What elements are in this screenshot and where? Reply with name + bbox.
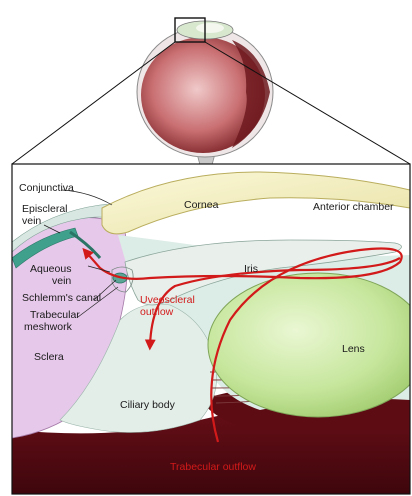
label-uveoscleral-outflow-2: outflow: [140, 306, 174, 318]
whole-eye-illustration: [137, 18, 273, 165]
lens: [208, 273, 412, 417]
label-iris: Iris: [244, 263, 258, 275]
label-uveoscleral-outflow-1: Uveoscleral: [140, 294, 195, 306]
label-ciliary-body: Ciliary body: [120, 399, 176, 411]
label-trabecular-meshwork-2: meshwork: [24, 321, 73, 333]
label-schlemms-canal: Schlemm's canal: [22, 292, 101, 304]
label-aqueous-vein-2: vein: [52, 275, 71, 287]
label-conjunctiva: Conjunctiva: [19, 182, 74, 194]
label-aqueous-vein-1: Aqueous: [30, 263, 71, 275]
label-episcleral-vein-1: Episcleral: [22, 203, 68, 215]
label-sclera: Sclera: [34, 351, 64, 363]
label-trabecular-outflow: Trabecular outflow: [170, 461, 256, 473]
label-anterior-chamber: Anterior chamber: [313, 201, 394, 213]
label-lens: Lens: [342, 343, 365, 355]
label-cornea: Cornea: [184, 199, 219, 211]
cross-section-detail: [12, 164, 412, 494]
label-trabecular-meshwork-1: Trabecular: [30, 309, 80, 321]
label-episcleral-vein-2: vein: [22, 215, 41, 227]
